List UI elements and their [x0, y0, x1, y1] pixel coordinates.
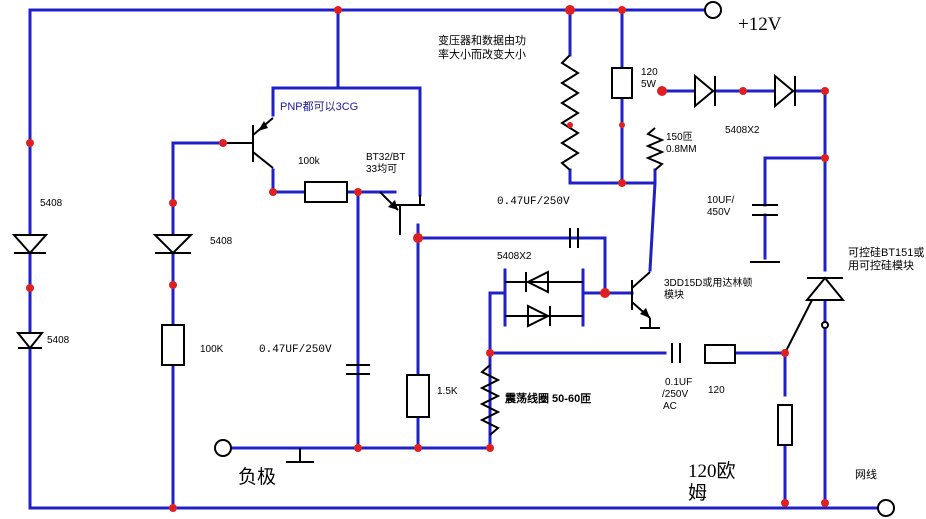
capacitor-0-47uf-top — [569, 228, 579, 248]
label-scr-1: 可控硅BT151或 — [848, 245, 924, 259]
bt33-unijunction — [379, 191, 425, 235]
coil-150-turns — [645, 127, 665, 171]
pnp-transistor — [223, 117, 274, 169]
label-r-120-5w-2: 5W — [641, 79, 657, 90]
capacitor-10uf — [752, 204, 778, 216]
label-r-150-2: 0.8MM — [666, 144, 697, 155]
label-r-1-5k: 1.5K — [437, 386, 458, 397]
resistor-100k-top — [304, 181, 348, 203]
oscillation-coil — [479, 364, 501, 436]
label-r-150-1: 150匝 — [666, 131, 693, 143]
diode-5408x2-top-a — [694, 73, 716, 109]
label-cap-10uf-1: 10UF/ — [707, 195, 734, 206]
capacitor-0-47uf-mid — [346, 364, 370, 375]
resistor-120-5w — [611, 67, 633, 99]
label-d-5408x2-mid: 5408X2 — [497, 251, 532, 262]
label-3dd15d-1: 3DD15D或用达林顿 — [664, 276, 752, 289]
resistor-120-ohm — [777, 404, 793, 446]
diode-5408-left-bottom — [15, 332, 45, 350]
capacitor-0-1uf — [671, 343, 681, 363]
label-cap-01uf-1: 0.1UF — [665, 377, 692, 388]
label-bt32-1: BT32/BT — [366, 152, 405, 163]
label-r-100k-top: 100k — [298, 156, 321, 167]
label-d-5408x2-top: 5408X2 — [725, 125, 760, 136]
ground-symbol-transistor — [640, 318, 660, 329]
net-terminal — [877, 499, 895, 517]
label-120-ohm-2: 姆 — [688, 482, 707, 504]
label-d-5408-a: 5408 — [40, 198, 63, 209]
label-bt32-2: 33均可 — [366, 163, 397, 175]
ground-symbol-negative — [286, 448, 314, 463]
label-pnp-note: PNP都可以3CG — [280, 100, 358, 113]
label-coil: 震荡线圈 50-60匝 — [504, 391, 591, 405]
label-r-100k-left: 100K — [200, 344, 224, 355]
label-3dd15d-2: 模块 — [664, 289, 684, 301]
scr-bt151 — [784, 276, 846, 354]
label-scr-2: 用可控硅模块 — [848, 258, 914, 272]
label-negative: 负极 — [238, 466, 276, 488]
label-r-120-small: 120 — [708, 385, 725, 396]
npn-transistor-3dd15d — [631, 271, 651, 319]
negative-terminal — [214, 439, 232, 457]
label-transformer-note-1: 变压器和数据由功 — [438, 33, 526, 47]
junction-dots — [26, 5, 829, 512]
diode-5408-second-column — [152, 234, 194, 255]
label-d-5408-c: 5408 — [47, 335, 70, 346]
label-net: 网线 — [855, 467, 877, 481]
plus12v-terminal — [704, 1, 722, 19]
resistor-100k-left — [161, 324, 185, 366]
label-cap-10uf-2: 450V — [707, 207, 731, 218]
diode-pair-5408x2 — [505, 270, 583, 328]
resistor-1-5k — [406, 374, 430, 418]
label-120-ohm-1: 120欧 — [688, 460, 736, 482]
resistor-120-small — [704, 344, 736, 364]
label-cap-047-mid: 0.47UF/250V — [259, 344, 332, 356]
label-transformer-note-2: 率大小而改变大小 — [438, 47, 526, 61]
transformer-resistor — [560, 54, 580, 171]
label-r-120-5w-1: 120 — [641, 67, 658, 78]
label-cap-01uf-2: /250V — [662, 389, 688, 400]
diode-5408-left-top — [11, 234, 49, 255]
diode-5408x2-top-b — [774, 73, 796, 109]
wires — [28, 8, 880, 510]
label-plus12v: +12V — [738, 14, 782, 35]
label-d-5408-b: 5408 — [210, 236, 233, 247]
label-cap-047-top: 0.47UF/250V — [497, 196, 570, 208]
label-cap-01uf-3: AC — [663, 401, 677, 412]
